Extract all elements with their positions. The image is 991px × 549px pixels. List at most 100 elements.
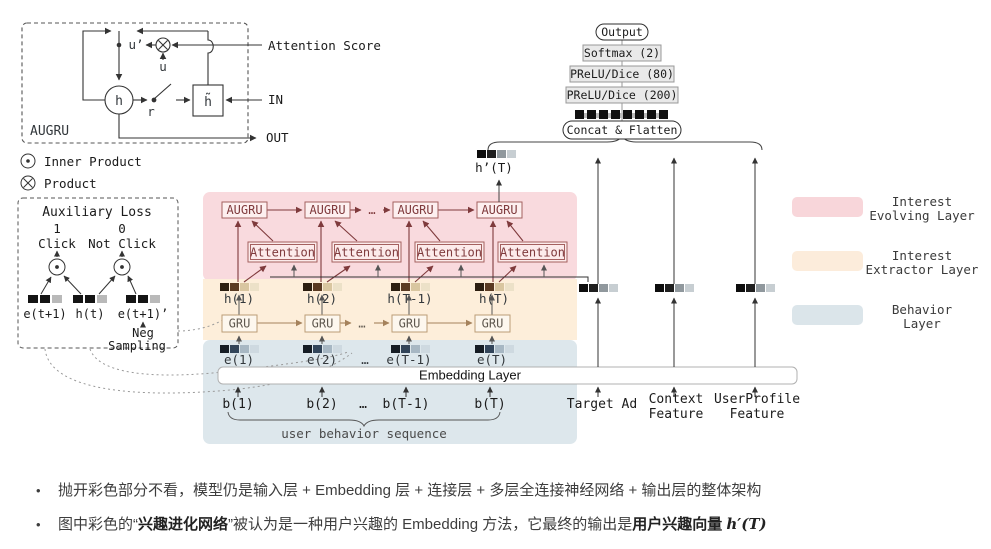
e-next-neg-label: e(t+1)’	[118, 307, 169, 321]
embedding-layer-label: Embedding Layer	[419, 368, 522, 383]
attention-feed-arrows	[291, 264, 547, 277]
embedding-bar	[220, 345, 259, 353]
candidate-state-label: h̃	[204, 93, 212, 110]
inner-product-icon	[113, 258, 131, 276]
svg-text:Feature: Feature	[649, 407, 704, 422]
u-prime-label: u’	[128, 37, 143, 52]
final-interest-vector: h’(T)	[475, 150, 516, 202]
svg-text:Attention: Attention	[500, 246, 565, 260]
notes-section: • 抛开彩色部分不看，模型仍是输入层 + Embedding 层 + 连接层 +…	[36, 466, 966, 547]
augru-cell-wires	[82, 27, 262, 142]
output-box	[595, 23, 649, 41]
concat-flatten-label: Concat & Flatten	[567, 123, 678, 137]
auxiliary-loss-title: Auxiliary Loss	[42, 205, 152, 220]
embedding-bar	[73, 295, 107, 303]
h-prime-math: h′(T)	[726, 515, 767, 533]
behavior-sequence-label: user behavior sequence	[281, 426, 447, 441]
not-click-label: Not Click	[88, 236, 156, 251]
eT-1-label: e(T-1)	[386, 352, 431, 367]
svg-text:AUGRU: AUGRU	[226, 203, 262, 217]
svg-text:AUGRU: AUGRU	[481, 203, 517, 217]
layer-legend: Interest Evolving Layer Interest Extract…	[792, 194, 979, 331]
augru-box	[221, 201, 268, 219]
reset-gate-dot	[151, 97, 157, 103]
embedding-bar	[391, 283, 430, 291]
embedding-bar	[475, 345, 514, 353]
embedding-bar	[220, 283, 259, 291]
ellipsis: …	[361, 352, 369, 367]
gru-box	[221, 314, 258, 333]
embedding-bar	[475, 283, 514, 291]
embedding-bar	[579, 284, 618, 292]
behavior-layer: e(1) e(2) … e(T-1) e(T) Embedding Layer …	[217, 345, 798, 441]
svg-text:AUGRU: AUGRU	[309, 203, 345, 217]
svg-text:Extractor Layer: Extractor Layer	[866, 262, 979, 277]
context-feature-label: Context	[649, 392, 704, 407]
gru-box	[474, 314, 511, 333]
inner-product-icon	[48, 258, 66, 276]
b2-label: b(2)	[306, 397, 337, 412]
product-icon	[20, 175, 36, 191]
feature-column-lines	[595, 157, 758, 397]
label-zero: 0	[118, 221, 126, 236]
e-embedding-bars	[220, 345, 514, 353]
note-bullet-1: • 抛开彩色部分不看，模型仍是输入层 + Embedding 层 + 连接层 +…	[36, 479, 966, 500]
e2-label: e(2)	[307, 352, 337, 367]
extractor-legend-swatch	[792, 251, 863, 271]
svg-text:GRU: GRU	[312, 317, 334, 331]
embedding-bar	[736, 284, 775, 292]
behavior-sequence-brace	[227, 411, 501, 428]
evolving-legend-swatch	[792, 197, 863, 217]
svg-text:Attention: Attention	[334, 246, 399, 260]
hT-1-label: h(T-1)	[387, 291, 432, 306]
eT-label: e(T)	[477, 352, 507, 367]
product-label: Product	[44, 176, 97, 191]
attention-boxes: Attention Attention Attention Attention	[247, 241, 568, 263]
ellipsis: …	[359, 397, 367, 412]
gru-box	[391, 314, 428, 333]
svg-text:Attention: Attention	[417, 246, 482, 260]
augru-cell-detail: h h̃ u’ u r AUGRU Attention Score IN OUT	[21, 22, 381, 145]
svg-text:GRU: GRU	[482, 317, 504, 331]
hidden-state-node	[104, 85, 134, 115]
note-bullet-2: • 图中彩色的“兴趣进化网络”被认为是一种用户兴趣的 Embedding 方法，…	[36, 513, 966, 534]
augru-cell-title: AUGRU	[30, 124, 69, 139]
augru-cell-border	[21, 22, 249, 144]
auxiliary-arrows	[40, 250, 146, 328]
diagram-svg: h h̃ u’ u r AUGRU Attention Score IN OUT…	[17, 22, 979, 444]
behavior-legend-label: Behavior	[892, 302, 953, 317]
embedding-bar	[303, 345, 342, 353]
inner-product-label: Inner Product	[44, 154, 142, 169]
h-prime-label: h’(T)	[475, 160, 513, 175]
svg-text:Evolving Layer: Evolving Layer	[869, 208, 975, 223]
output-stack: Concat & Flatten PReLU/Dice (200) PReLU/…	[487, 23, 763, 151]
out-label: OUT	[266, 130, 289, 145]
neg-label: Neg	[132, 326, 154, 340]
fc80-box	[569, 65, 675, 83]
bullet-icon: •	[36, 517, 41, 532]
svg-text:GRU: GRU	[229, 317, 251, 331]
concat-embedding-strip	[575, 110, 668, 119]
embedding-bar	[28, 295, 62, 303]
evolving-legend-label: Interest	[892, 194, 952, 209]
bullet-icon: •	[36, 483, 41, 498]
embedding-bar	[303, 283, 342, 291]
fc80-label: PReLU/Dice (80)	[570, 67, 674, 81]
bT-1-label: b(T-1)	[383, 397, 430, 412]
bT-label: b(T)	[474, 397, 505, 412]
h-embedding-bars	[220, 283, 514, 291]
auxiliary-loss-border	[17, 197, 179, 349]
label-one: 1	[53, 221, 61, 236]
target-ad-label: Target Ad	[567, 397, 637, 412]
hidden-state-label: h	[115, 94, 123, 109]
behavior-region	[203, 340, 577, 444]
concat-flatten-box	[562, 120, 682, 140]
evolving-arrows	[234, 206, 524, 283]
extractor-legend-label: Interest	[892, 248, 952, 263]
svg-text:Layer: Layer	[903, 316, 941, 331]
augru-box	[392, 201, 439, 219]
behavior-legend-swatch	[792, 305, 863, 325]
ellipsis: …	[368, 203, 375, 217]
embedding-layer-bar	[217, 366, 798, 385]
